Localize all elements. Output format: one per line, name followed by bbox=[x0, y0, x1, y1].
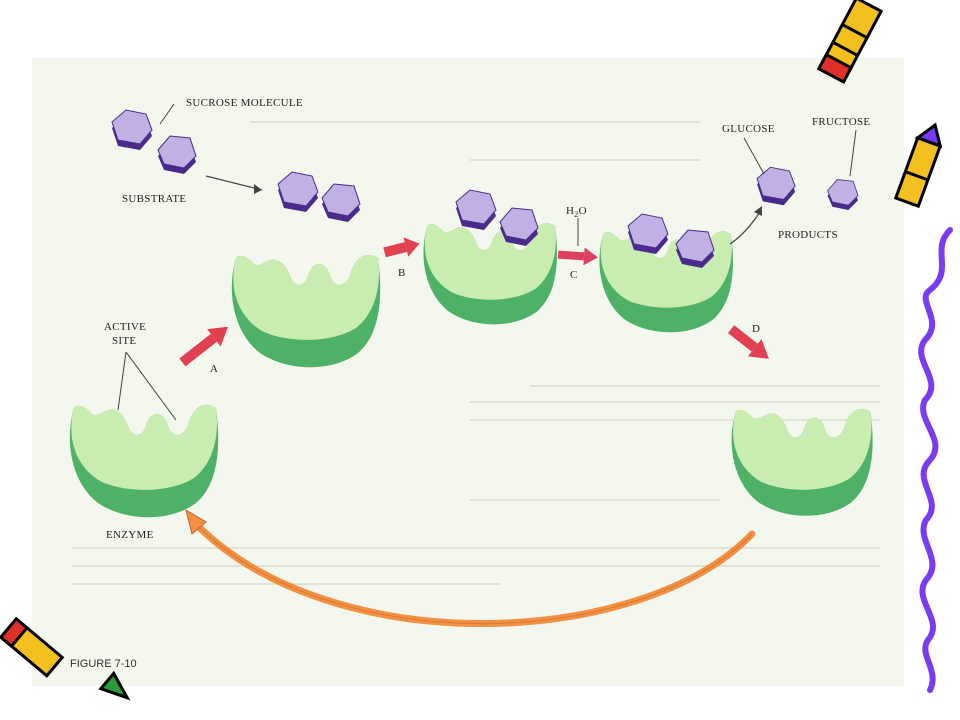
active-site-pointer bbox=[117, 351, 127, 411]
products-release-arrow bbox=[729, 211, 761, 245]
step-label-a: A bbox=[210, 363, 218, 375]
glucose-pointer bbox=[743, 137, 765, 175]
purple-border-wave bbox=[918, 227, 953, 693]
water-label: H2O bbox=[566, 205, 587, 219]
glucose-label: GLUCOSE bbox=[722, 123, 775, 135]
step-arrow-b bbox=[383, 237, 420, 258]
step-label-c: C bbox=[570, 269, 577, 281]
step-label-b: B bbox=[398, 267, 405, 279]
step-arrow-d bbox=[728, 325, 769, 359]
pencil-icon bbox=[893, 122, 943, 209]
enzyme-label: ENZYME bbox=[106, 529, 154, 541]
active-site-pointer bbox=[125, 351, 177, 421]
fructose-pointer bbox=[849, 129, 857, 177]
step-arrow-c bbox=[557, 247, 598, 266]
active-label: ACTIVE bbox=[104, 321, 146, 333]
step-arrow-a bbox=[179, 326, 229, 367]
substrate-arrow-head bbox=[254, 184, 262, 194]
products-label: PRODUCTS bbox=[778, 229, 838, 241]
fructose-label: FRUCTOSE bbox=[812, 116, 870, 128]
products-release-arrow-head bbox=[754, 206, 762, 216]
substrate-arrow bbox=[205, 175, 263, 191]
pencil-icon bbox=[816, 0, 884, 84]
pencil-icon bbox=[0, 616, 131, 701]
recycle-arrow-head bbox=[185, 508, 207, 535]
background-text-lines bbox=[72, 121, 880, 585]
substrate-label: SUBSTRATE bbox=[122, 193, 186, 205]
step-label-d: D bbox=[752, 323, 760, 335]
figure-id: FIGURE 7-10 bbox=[70, 658, 137, 670]
recycle-arrow-edge bbox=[195, 523, 753, 624]
sucrose-pointer bbox=[159, 103, 175, 125]
site-label: SITE bbox=[112, 335, 136, 347]
sucrose-label: SUCROSE MOLECULE bbox=[186, 97, 303, 109]
